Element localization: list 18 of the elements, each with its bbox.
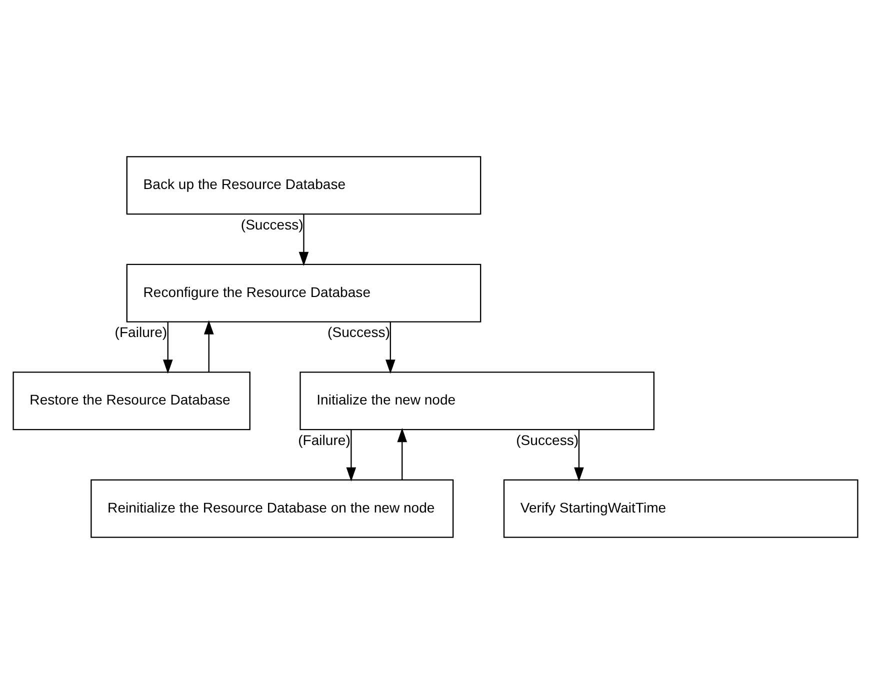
edge-label: (Success) bbox=[240, 216, 304, 232]
node-box: Initialize the new node bbox=[300, 371, 654, 430]
arrow bbox=[397, 428, 408, 480]
arrow bbox=[162, 322, 173, 374]
edge-label: (Failure) bbox=[298, 431, 350, 448]
arrow bbox=[204, 320, 214, 372]
node-box: Reconfigure the Resource Database bbox=[126, 263, 482, 322]
arrow bbox=[346, 429, 356, 481]
node-box: Back up the Resource Database bbox=[126, 156, 482, 214]
edge-label: (Failure) bbox=[114, 324, 168, 340]
arrow bbox=[298, 214, 309, 266]
node-box: Verify StartingWaitTime bbox=[503, 478, 858, 538]
edge-label: (Success) bbox=[328, 324, 390, 340]
node-box: Restore the Resource Database bbox=[12, 371, 250, 430]
edge-label: (Success) bbox=[516, 431, 579, 448]
node-box: Reinitialize the Resource Database on the new node bbox=[90, 478, 454, 538]
arrow bbox=[574, 429, 584, 481]
arrow bbox=[385, 322, 396, 374]
